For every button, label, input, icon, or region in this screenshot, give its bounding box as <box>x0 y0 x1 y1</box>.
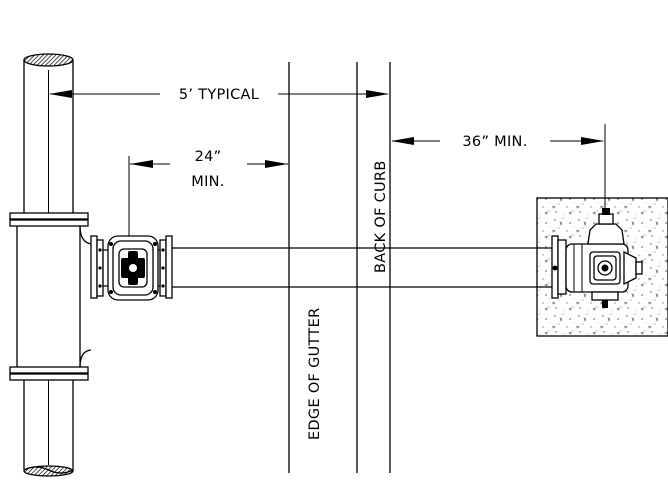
fire-hydrant-icon <box>551 208 643 308</box>
hatched-pipe-end-icon <box>23 465 74 477</box>
branch-pipe <box>170 247 552 288</box>
gate-valve-icon <box>96 235 173 301</box>
label-min: MIN. <box>191 174 224 190</box>
label-edge-of-gutter: EDGE OF GUTTER <box>307 308 323 440</box>
pipe-tee <box>9 212 98 381</box>
label-36in-min: 36” MIN. <box>462 134 527 150</box>
arrowhead-icon <box>391 137 414 145</box>
dimension-5ft-typical: 5’ TYPICAL <box>49 87 389 103</box>
label-24in: 24” <box>195 149 222 165</box>
label-5ft-typical: 5’ TYPICAL <box>179 87 259 103</box>
arrowhead-icon <box>130 160 153 168</box>
label-back-of-curb: BACK OF CURB <box>373 160 389 273</box>
arrowhead-icon <box>49 90 72 98</box>
arrowhead-icon <box>366 90 389 98</box>
dimension-24in-min: 24” MIN. <box>128 149 288 236</box>
main-pipe <box>23 53 74 477</box>
hatched-pipe-end-icon <box>23 53 74 67</box>
arrowhead-icon <box>265 160 288 168</box>
arrowhead-icon <box>581 137 604 145</box>
